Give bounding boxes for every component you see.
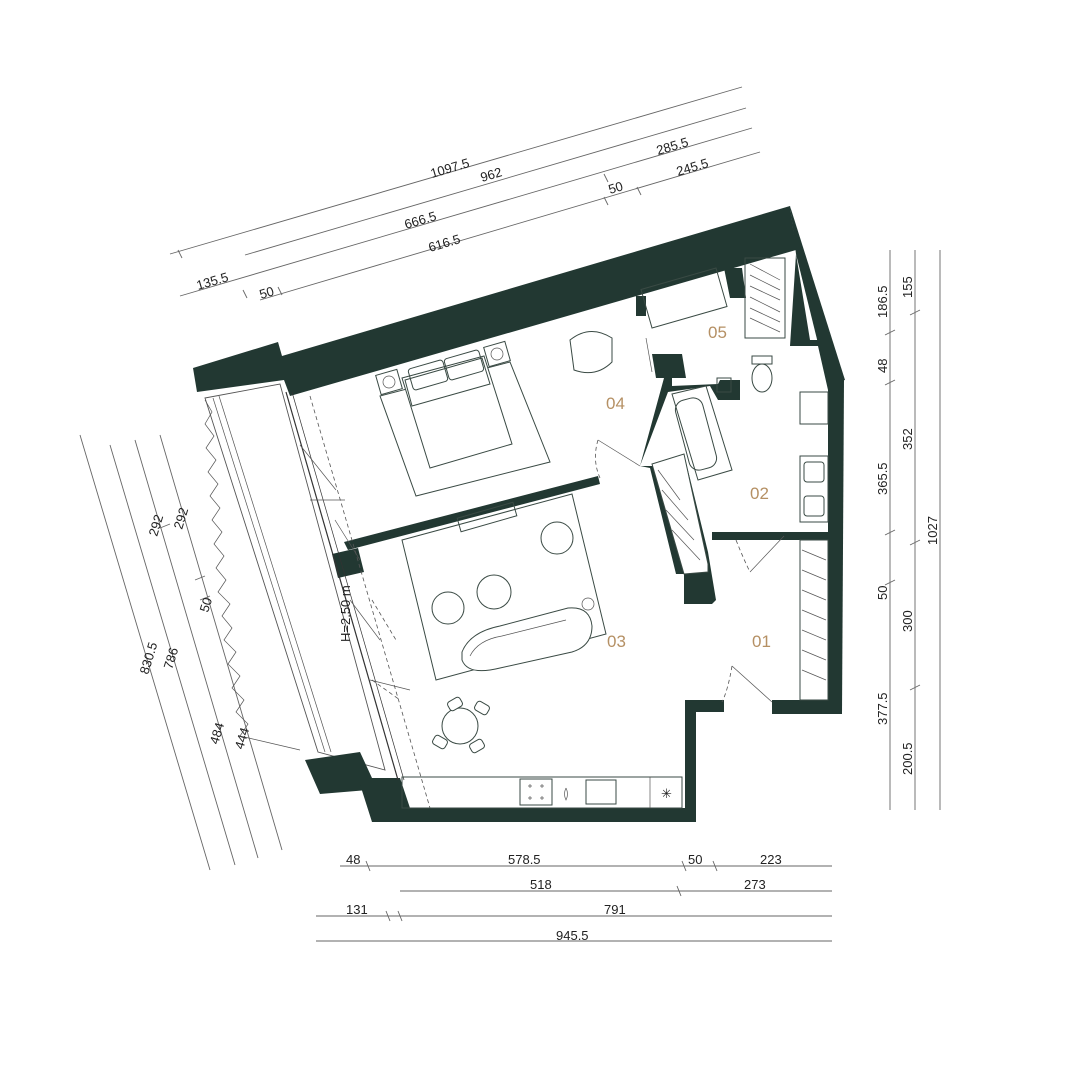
balcony: [204, 383, 386, 771]
room-labels: 01 02 03 04 05 H=2.50 m: [338, 323, 771, 651]
dim-top-285: 285.5: [655, 134, 690, 158]
dim-right-186: 186.5: [875, 285, 890, 318]
dim-top-666: 666.5: [403, 208, 438, 232]
dim-top-616: 616.5: [427, 231, 462, 255]
dim-bottom-518: 518: [530, 877, 552, 892]
dim-bottom-791: 791: [604, 902, 626, 917]
dim-bottom-131: 131: [346, 902, 368, 917]
bottom-dimensions: 48 578.5 50 223 518 273 131 791 945.5: [316, 852, 832, 943]
window: [285, 391, 431, 809]
ceiling-height-label: H=2.50 m: [338, 585, 353, 642]
room-04-furniture: [375, 331, 653, 497]
right-dimensions: 186.5 155 48 352 365.5 1027 50 300 377.5…: [875, 250, 941, 810]
dim-right-50: 50: [875, 586, 890, 600]
dim-bottom-273: 273: [744, 877, 766, 892]
dim-right-200: 200.5: [900, 742, 915, 775]
dim-top-50a: 50: [607, 178, 625, 196]
dim-right-155: 155: [900, 276, 915, 298]
dim-bottom-48: 48: [346, 852, 360, 867]
dim-right-1027: 1027: [925, 516, 940, 545]
dim-left-786: 786: [161, 646, 182, 671]
dim-left-444: 444: [232, 726, 253, 751]
dim-right-377: 377.5: [875, 692, 890, 725]
dim-left-830: 830.5: [137, 640, 161, 676]
dim-right-48: 48: [875, 359, 890, 373]
dim-bottom-945: 945.5: [556, 928, 589, 943]
room-label-04: 04: [606, 394, 625, 413]
dim-bottom-223: 223: [760, 852, 782, 867]
dim-top-1097: 1097.5: [429, 155, 471, 181]
svg-text:✳: ✳: [661, 786, 672, 801]
room-02-furniture: [651, 355, 829, 575]
dim-left-292a: 292: [146, 513, 167, 538]
room-05-furniture: [640, 257, 786, 339]
dim-right-352: 352: [900, 428, 915, 450]
dim-right-365: 365.5: [875, 462, 890, 495]
dim-left-292b: 292: [171, 506, 192, 531]
room-03-furniture: ✳: [371, 493, 683, 809]
room-label-01: 01: [752, 632, 771, 651]
dim-left-50: 50: [197, 596, 216, 614]
room-label-05: 05: [708, 323, 727, 342]
dim-bottom-50: 50: [688, 852, 702, 867]
dim-top-245: 245.5: [675, 155, 710, 179]
dim-bottom-578: 578.5: [508, 852, 541, 867]
room-label-02: 02: [750, 484, 769, 503]
walls: [193, 206, 845, 822]
dim-left-484: 484: [207, 721, 228, 746]
dim-top-962: 962: [479, 164, 504, 185]
dim-right-300: 300: [900, 610, 915, 632]
room-label-03: 03: [607, 632, 626, 651]
dim-top-135: 135.5: [195, 269, 230, 293]
dim-top-50b: 50: [258, 283, 276, 301]
room-01-furniture: [721, 535, 829, 703]
